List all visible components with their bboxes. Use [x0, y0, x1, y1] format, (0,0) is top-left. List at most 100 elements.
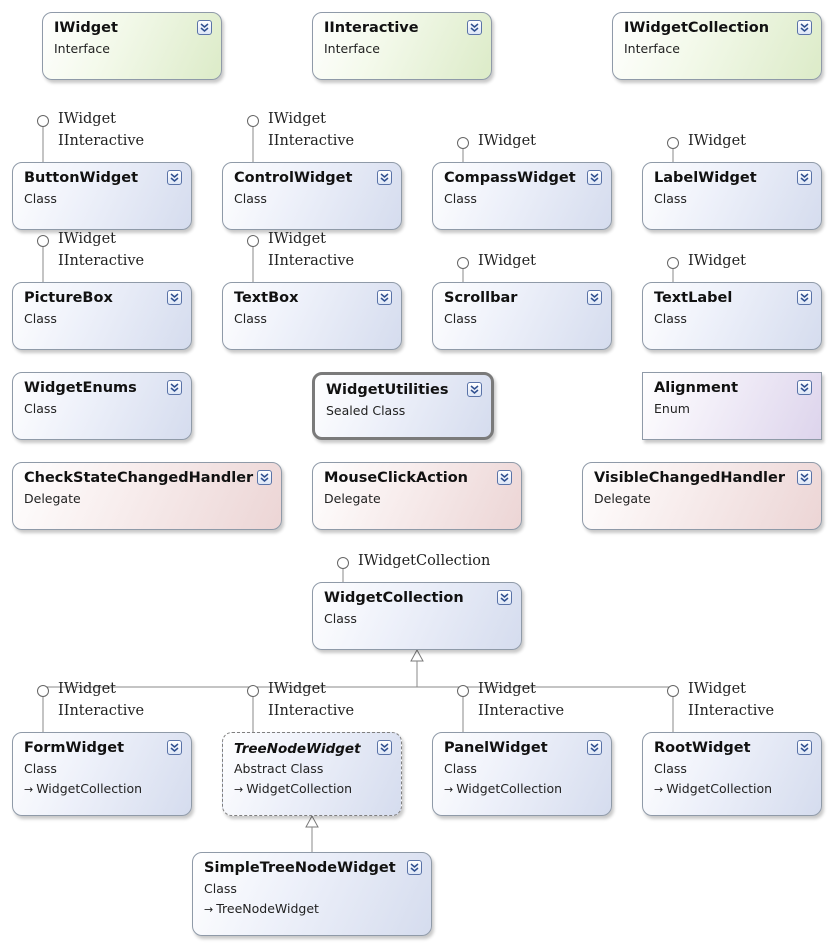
implemented-interface-label: IWidget: [478, 133, 536, 149]
expand-chevron-icon[interactable]: [587, 170, 602, 185]
expand-chevron-icon[interactable]: [257, 470, 272, 485]
expand-chevron-icon[interactable]: [167, 170, 182, 185]
shape-kind: Class: [24, 191, 57, 206]
expand-chevron-icon[interactable]: [377, 740, 392, 755]
inherits-arrow-icon: →: [24, 783, 34, 796]
shape-kind: Interface: [54, 41, 110, 56]
shape-kind: Abstract Class: [234, 761, 324, 776]
shape-kind: Delegate: [24, 491, 81, 506]
base-type-name: WidgetCollection: [666, 781, 773, 796]
implemented-interface-label: IInteractive: [478, 703, 565, 719]
inherits-arrow-icon: →: [204, 903, 214, 916]
interface-lollipop-icon: [667, 137, 679, 149]
shape-name: RootWidget: [654, 740, 751, 756]
shape-kind: Class: [234, 191, 267, 206]
shape-kind: Delegate: [594, 491, 651, 506]
expand-chevron-icon[interactable]: [587, 740, 602, 755]
expand-chevron-icon[interactable]: [797, 470, 812, 485]
shape-kind: Enum: [654, 401, 690, 416]
implemented-interface-label: IWidgetCollection: [358, 553, 491, 569]
shape-kind: Class: [204, 881, 237, 896]
interface-lollipop-icon: [247, 235, 259, 247]
expand-chevron-icon[interactable]: [797, 170, 812, 185]
expand-chevron-icon[interactable]: [497, 470, 512, 485]
implemented-interface-label: IWidget: [268, 231, 326, 247]
expand-chevron-icon[interactable]: [197, 20, 212, 35]
shape-kind: Class: [444, 311, 477, 326]
expand-chevron-icon[interactable]: [497, 590, 512, 605]
expand-chevron-icon[interactable]: [467, 20, 482, 35]
expand-chevron-icon[interactable]: [797, 20, 812, 35]
interface-lollipop-icon: [667, 257, 679, 269]
implemented-interface-label: IInteractive: [58, 133, 145, 149]
inherits-arrow-icon: →: [654, 783, 664, 796]
shape-name: FormWidget: [24, 740, 125, 756]
implemented-interface-label: IWidget: [478, 681, 536, 697]
shape-kind: Class: [24, 761, 57, 776]
interface-lollipop-icon: [247, 115, 259, 127]
expand-chevron-icon[interactable]: [167, 740, 182, 755]
implemented-interface-label: IWidget: [268, 111, 326, 127]
shape-kind: Class: [234, 311, 267, 326]
shape-name: LabelWidget: [654, 170, 757, 186]
implemented-interface-label: IWidget: [268, 681, 326, 697]
expand-chevron-icon[interactable]: [377, 290, 392, 305]
interface-lollipop-icon: [37, 115, 49, 127]
base-type-name: WidgetCollection: [456, 781, 563, 796]
expand-chevron-icon[interactable]: [407, 860, 422, 875]
shape-name: Alignment: [654, 380, 739, 396]
shape-kind: Class: [324, 611, 357, 626]
shape-name: Scrollbar: [444, 290, 518, 306]
interface-lollipop-icon: [37, 685, 49, 697]
shape-name: WidgetCollection: [324, 590, 464, 606]
implemented-interface-label: IInteractive: [58, 703, 145, 719]
expand-chevron-icon[interactable]: [167, 290, 182, 305]
shape-kind: Class: [654, 761, 687, 776]
expand-chevron-icon[interactable]: [167, 380, 182, 395]
interface-lollipop-icon: [337, 557, 349, 569]
implemented-interface-label: IWidget: [478, 253, 536, 269]
shape-name: TextLabel: [654, 290, 733, 306]
implemented-interface-label: IInteractive: [268, 703, 355, 719]
expand-chevron-icon[interactable]: [467, 382, 482, 397]
expand-chevron-icon[interactable]: [797, 740, 812, 755]
shape-kind: Class: [444, 761, 477, 776]
implemented-interface-label: IInteractive: [268, 133, 355, 149]
base-type-row: →WidgetCollection: [654, 781, 772, 796]
expand-chevron-icon[interactable]: [587, 290, 602, 305]
shape-name: TreeNodeWidget: [234, 741, 361, 757]
implemented-interface-label: IWidget: [688, 681, 746, 697]
expand-chevron-icon[interactable]: [797, 380, 812, 395]
expand-chevron-icon[interactable]: [377, 170, 392, 185]
shape-kind: Interface: [324, 41, 380, 56]
base-type-name: TreeNodeWidget: [216, 901, 319, 916]
expand-chevron-icon[interactable]: [797, 290, 812, 305]
shape-name: IInteractive: [324, 20, 419, 36]
interface-lollipop-icon: [247, 685, 259, 697]
shape-name: CompassWidget: [444, 170, 576, 186]
